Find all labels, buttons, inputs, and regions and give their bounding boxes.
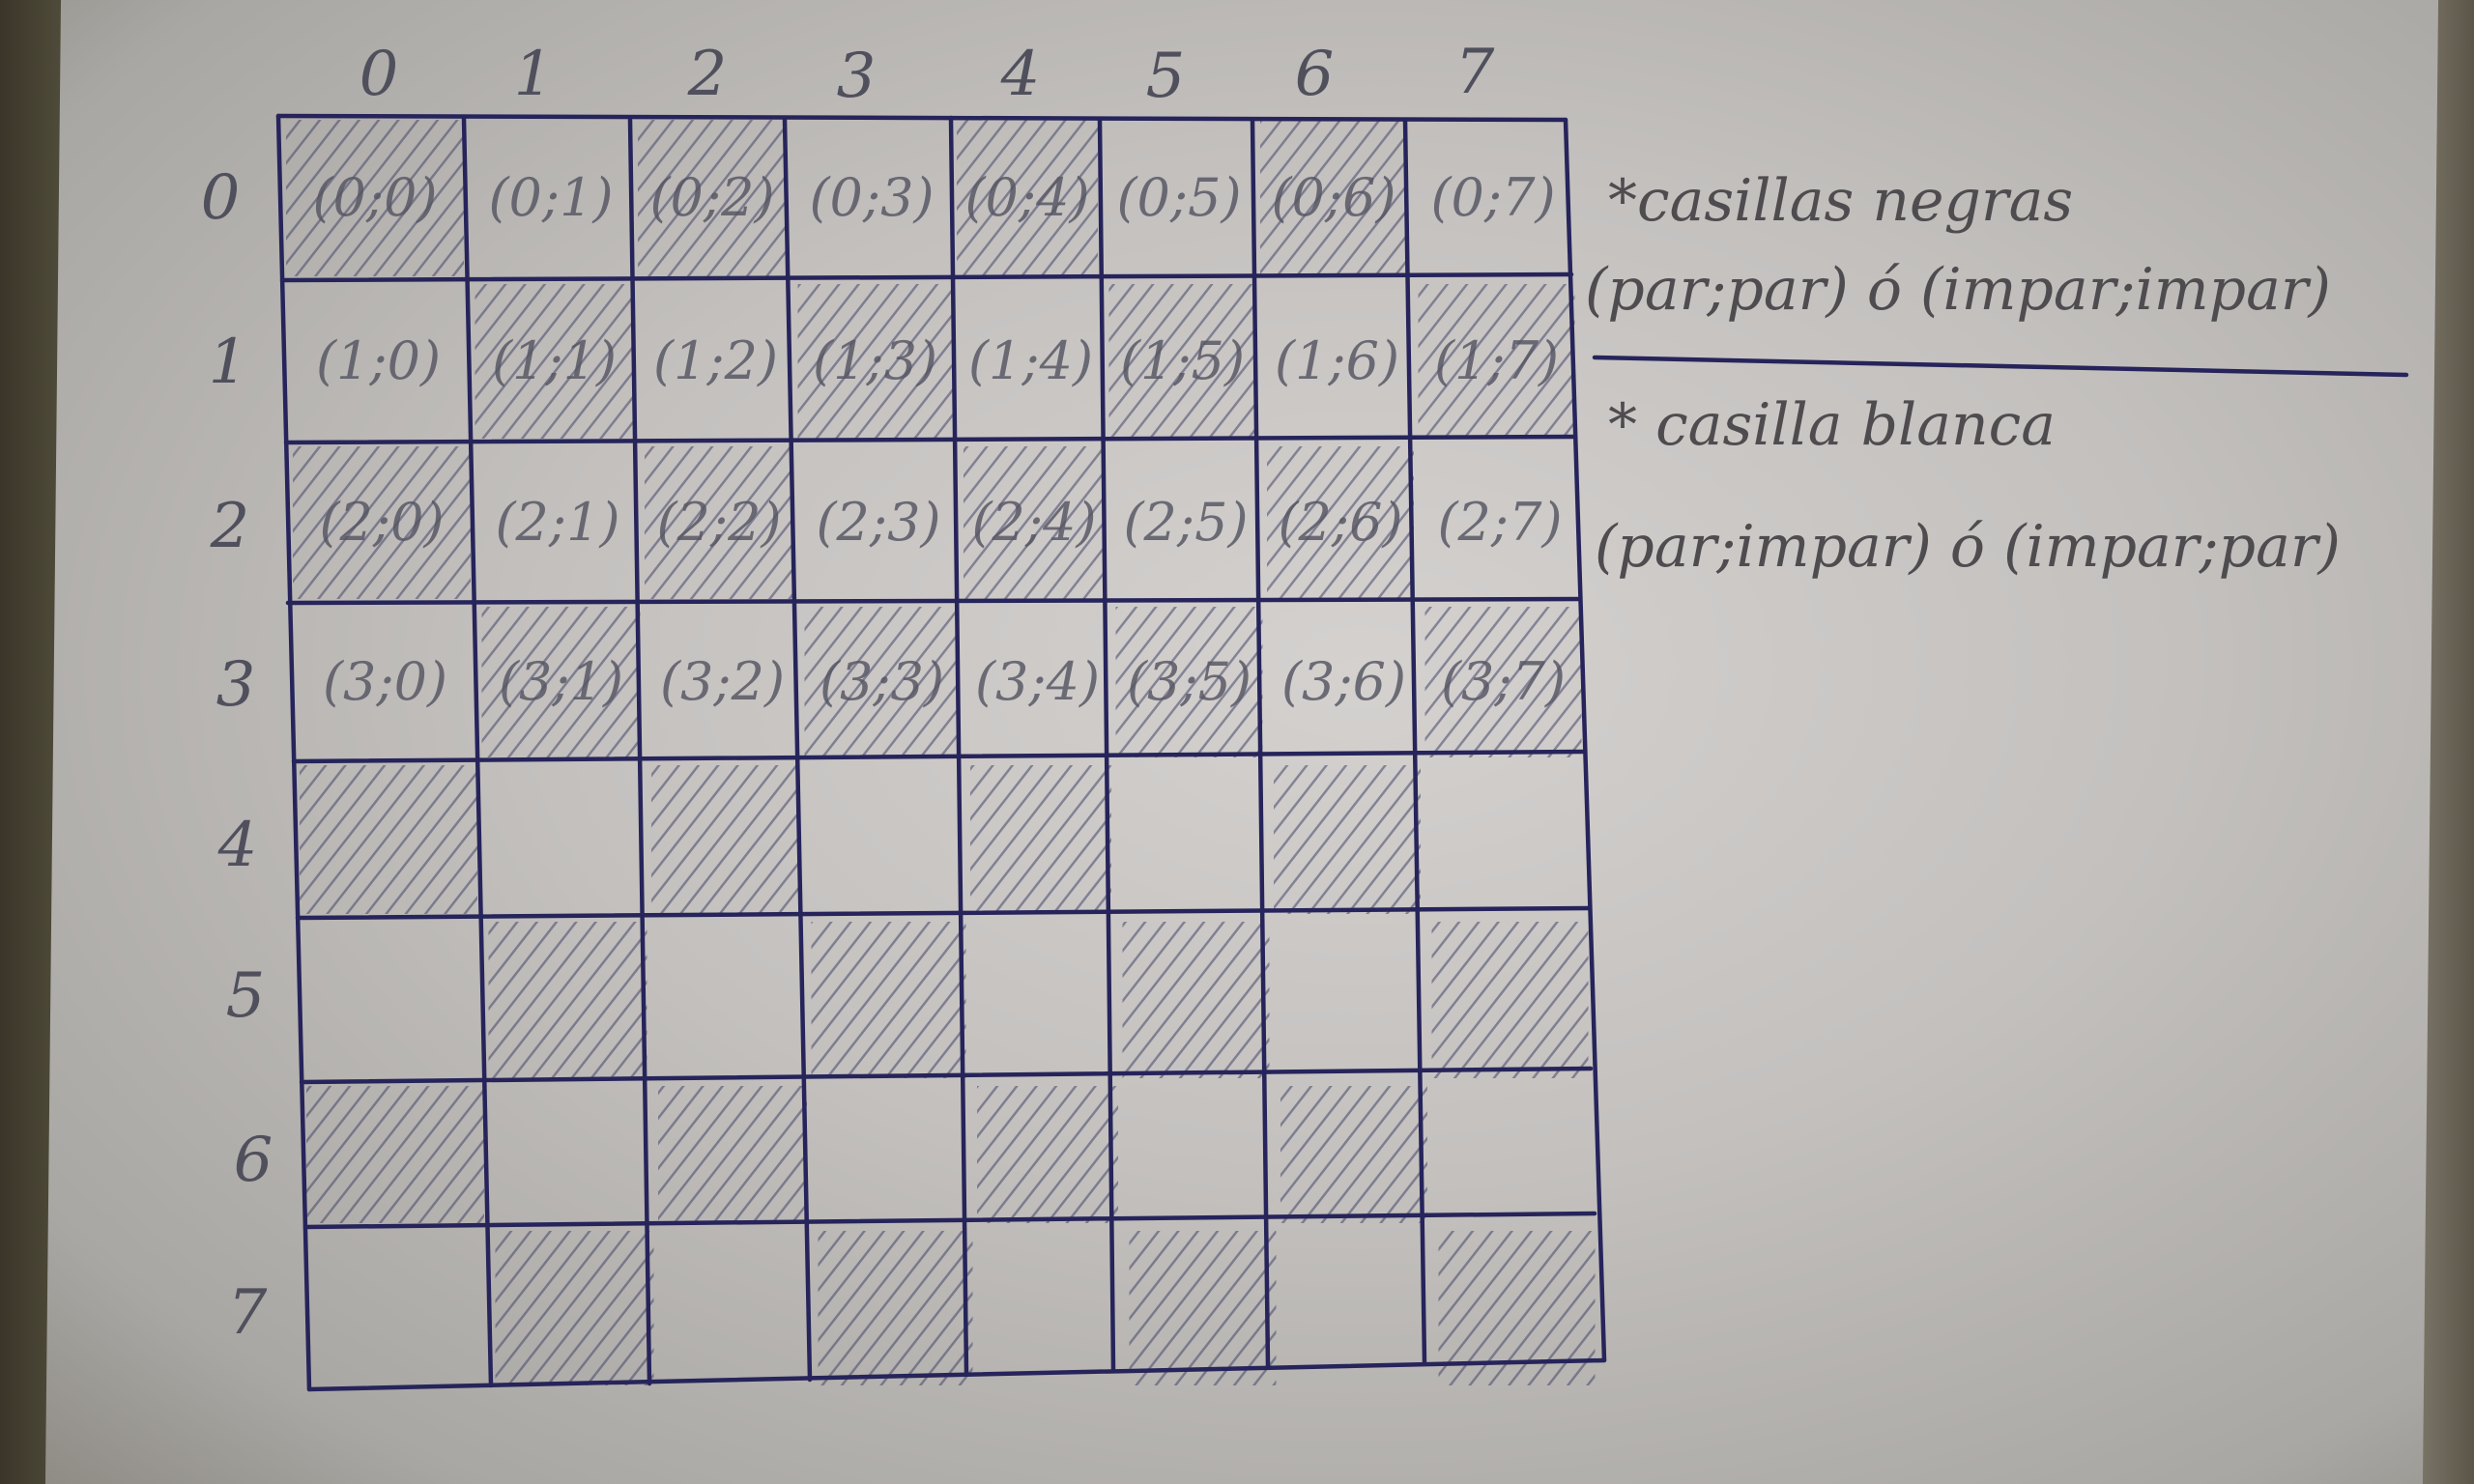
white-square-rule: (par;impar) ó (impar;par): [1595, 513, 2341, 581]
column-label: 5: [1146, 41, 1186, 112]
shaded-square: [957, 120, 1098, 276]
cell-coordinate-label: (0;4): [964, 167, 1089, 228]
shaded-square: [481, 607, 641, 757]
cell-coordinate-label: (0;7): [1430, 167, 1555, 228]
cell-coordinate-label: (1;2): [653, 330, 778, 391]
shaded-square: [811, 922, 966, 1078]
shaded-square: [1115, 607, 1263, 757]
shaded-square: [300, 765, 477, 914]
row-labels: 0 1 2 3 4 5 6 7: [201, 162, 273, 1349]
row-label: 0: [201, 162, 241, 234]
cell-coordinate-label: (2;5): [1123, 492, 1248, 553]
row-label: 1: [209, 327, 248, 398]
column-label: 4: [1000, 39, 1041, 110]
shaded-square: [658, 1086, 807, 1223]
cell-coordinate-label: (3;3): [820, 651, 944, 712]
column-labels: 0 1 2 3 4 5 6 7: [360, 37, 1495, 112]
cell-coordinate-label: (3;6): [1281, 651, 1406, 712]
cell-coordinate-label: (1;3): [813, 330, 937, 391]
shaded-square: [797, 284, 953, 439]
cell-coordinate-label: (0;2): [649, 167, 774, 228]
cell-coordinate-label: (2;3): [816, 492, 940, 553]
row-label: 3: [216, 649, 256, 721]
shaded-square: [1260, 120, 1407, 276]
shaded-square: [964, 446, 1105, 599]
cell-coordinate-label: (0;1): [488, 167, 613, 228]
row-label: 5: [226, 960, 266, 1032]
row-label: 4: [217, 810, 258, 881]
cell-coordinate-label: (2;0): [319, 492, 444, 553]
cell-coordinate-label: (3;2): [660, 651, 785, 712]
cell-coordinate-label: (1;1): [492, 330, 617, 391]
cell-coordinate-label: (1;4): [968, 330, 1093, 391]
cell-coordinate-label: (2;7): [1437, 492, 1562, 553]
row-label: 6: [234, 1125, 273, 1196]
cell-coordinate-label: (1;7): [1434, 330, 1559, 391]
board-grid-lines: [275, 113, 2409, 1392]
shaded-square: [286, 120, 464, 276]
row-label: 2: [210, 491, 250, 562]
shaded-square: [970, 765, 1111, 914]
shaded-square: [1280, 1086, 1427, 1223]
cell-coordinate-label: (1;0): [316, 330, 441, 391]
shaded-square: [818, 1231, 973, 1385]
cell-coordinate-label: (3;5): [1127, 651, 1251, 712]
shaded-square: [1267, 446, 1414, 599]
shaded-square: [804, 607, 960, 757]
cell-coordinate-label: (2;6): [1278, 492, 1402, 553]
cell-coordinate-label: (3;7): [1441, 651, 1566, 712]
shaded-square: [495, 1231, 654, 1385]
column-label: 0: [360, 39, 399, 110]
black-squares-title: *casillas negras: [1608, 167, 2073, 235]
cell-coordinate-label: (1;5): [1120, 330, 1245, 391]
shaded-square: [293, 446, 471, 599]
shaded-square: [1108, 284, 1256, 439]
shaded-square: [638, 120, 787, 276]
cell-coordinate-label: (2;1): [495, 492, 619, 553]
cell-coordinate-label: (0;5): [1116, 167, 1241, 228]
cell-coordinate-label: (0;6): [1271, 167, 1395, 228]
cell-coordinate-label: (2;2): [656, 492, 781, 553]
shaded-square: [977, 1086, 1118, 1223]
shaded-square: [1274, 765, 1421, 914]
cell-coordinate-label: (1;6): [1275, 330, 1399, 391]
cell-coordinate-label: (3;1): [499, 651, 623, 712]
cell-coordinate-label: (3;0): [323, 651, 447, 712]
shaded-square: [488, 922, 647, 1078]
cell-coordinate-label: (3;4): [975, 651, 1100, 712]
column-label: 2: [687, 39, 728, 110]
cell-coordinates: (0;0) (0;1) (0;2) (0;3) (0;4) (0;5) (0;6) (0;7)…: [312, 167, 1566, 712]
shaded-square: [306, 1086, 484, 1223]
shaded-square: [645, 446, 793, 599]
shaded-square: [1424, 607, 1582, 757]
cell-coordinate-label: (0;3): [809, 167, 934, 228]
shaded-square: [1122, 922, 1270, 1078]
shaded-square: [1129, 1231, 1277, 1385]
rule-notes: *casillas negras (par;par) ó (impar;impa…: [1585, 167, 2341, 581]
black-squares-rule: (par;par) ó (impar;impar): [1585, 256, 2331, 324]
row-label: 7: [228, 1277, 268, 1349]
column-label: 7: [1455, 37, 1495, 108]
shaded-square: [1418, 284, 1575, 439]
shaded-square: [651, 765, 800, 914]
shaded-square: [1431, 922, 1589, 1078]
shaded-squares: [286, 120, 1596, 1385]
column-label: 3: [837, 41, 877, 112]
shaded-square: [475, 284, 634, 439]
cell-coordinate-label: (0;0): [312, 167, 437, 228]
cell-coordinate-label: (2;4): [971, 492, 1096, 553]
column-label: 6: [1295, 39, 1335, 110]
white-square-title: * casilla blanca: [1608, 391, 2056, 459]
column-label: 1: [514, 39, 554, 110]
